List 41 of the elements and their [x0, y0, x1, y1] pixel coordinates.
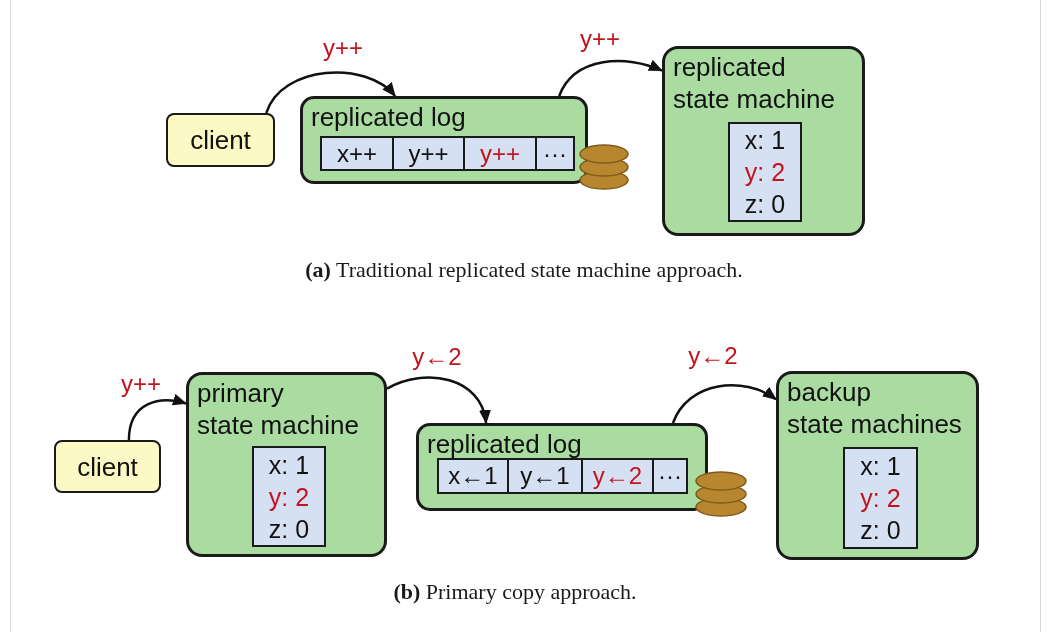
state-table [728, 122, 802, 222]
box-title: replicated log [427, 428, 582, 460]
box-title: replicated state machine [673, 51, 835, 115]
curved-arrow [127, 394, 187, 441]
box-label: client [190, 125, 251, 155]
box-title: backup state machines [787, 376, 962, 440]
log-entry-cell: ··· [535, 136, 575, 171]
box-title: replicated log [311, 101, 466, 133]
curved-arrow [386, 376, 490, 424]
client-box [166, 113, 275, 167]
box-label: client [77, 451, 138, 482]
state-value: x: 1 [268, 449, 310, 481]
log-entry-cell: y←2 [581, 458, 654, 494]
state-value: y: 2 [268, 481, 310, 513]
log-container [300, 96, 588, 184]
state-machine-box [776, 371, 979, 560]
log-entry-cell: y←1 [507, 458, 583, 494]
log-entry-cell: ··· [652, 458, 688, 494]
log-container [416, 423, 708, 511]
state-table [843, 447, 918, 549]
state-value: z: 0 [744, 189, 786, 220]
state-value: x: 1 [744, 125, 786, 156]
state-table [252, 446, 326, 547]
state-value: z: 0 [268, 513, 310, 545]
state-value: y: 2 [860, 483, 901, 514]
box-title: primary state machine [197, 377, 359, 441]
state-value: y: 2 [744, 157, 786, 188]
state-machine-box [186, 372, 387, 557]
state-machine-box [662, 46, 865, 236]
log-entry-cell: y++ [463, 136, 537, 171]
curved-arrow [671, 384, 777, 424]
state-value: x: 1 [860, 451, 901, 482]
client-box [54, 440, 161, 493]
curved-arrow [265, 71, 396, 114]
state-value: z: 0 [860, 515, 901, 546]
figure-caption: (a) Traditional replicated state machine approach. [305, 257, 743, 283]
log-entry-cell: y++ [392, 136, 465, 171]
log-entry-cell: x++ [320, 136, 394, 171]
curved-arrow [558, 60, 663, 97]
figure-caption: (b) Primary copy approach. [393, 579, 637, 605]
log-entry-cell: x←1 [437, 458, 509, 494]
